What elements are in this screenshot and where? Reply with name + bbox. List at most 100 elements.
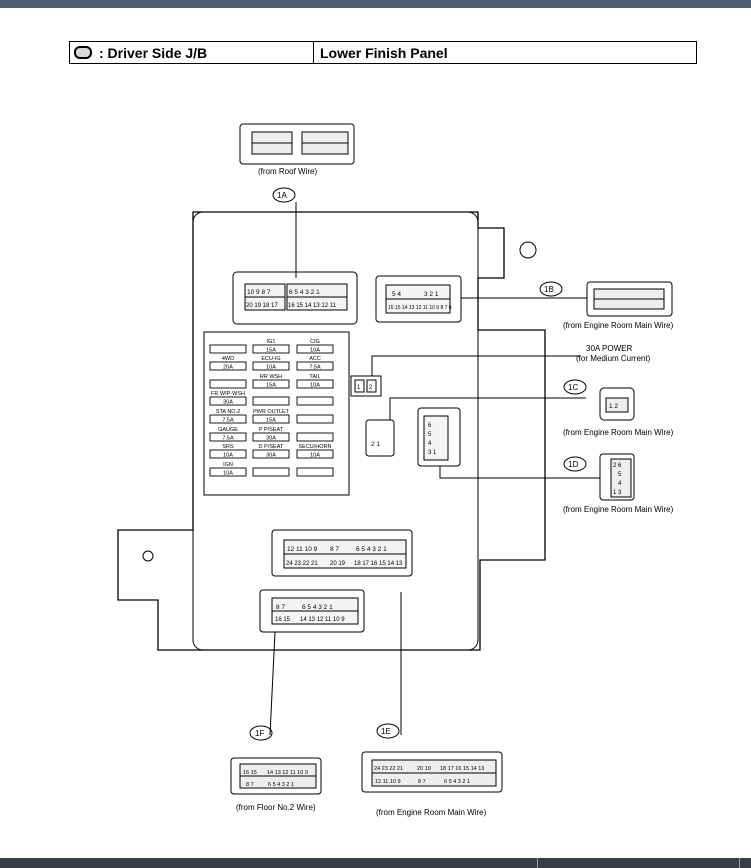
socket-1a-pins-bottom: 20 19 18 17	[246, 303, 278, 309]
fuse-name: TAIL	[309, 374, 320, 380]
fuse-amperage: 15A	[266, 348, 276, 354]
socket-1e-pins-top2: 8 7	[330, 546, 339, 553]
fuse-name: IG1	[267, 339, 276, 345]
power-relay-pin-1	[354, 379, 365, 393]
socket-1e-pins-bottom3: 18 17 16 15 14 13	[354, 561, 403, 567]
connector-1c-label-oval	[563, 379, 587, 395]
connector-1b-source: (from Engine Room Main Wire)	[563, 321, 674, 330]
fuse-amperage: 30A	[266, 453, 276, 459]
connector-1c-leader	[389, 397, 586, 420]
plug-1d-pin-row1: 2 6	[613, 463, 622, 469]
connector-1e-plug	[361, 751, 503, 793]
plug-1e-pins-top2: 20 19	[417, 766, 431, 772]
fuse-spare-slot	[296, 467, 334, 477]
fuse-amperage: 10A	[310, 383, 320, 389]
connector-1d-plug-window	[610, 458, 632, 498]
plug-1c-pins: 1 2	[609, 403, 618, 410]
fuse-slot	[209, 432, 247, 442]
plug-1d-pin-row2: 5	[618, 472, 622, 478]
fuse-name: IGN	[223, 462, 233, 468]
plug-1e-pins-top: 24 23 22 21	[374, 766, 403, 772]
mount-hole-left	[142, 550, 154, 562]
socket-1c-pins: 2 1	[371, 441, 380, 448]
fuse-amperage: 7.5A	[222, 436, 234, 442]
fuse-amperage: 10A	[223, 453, 233, 459]
socket-1e-pins-bottom2: 20 19	[330, 561, 346, 567]
connector-1d-plug	[599, 453, 635, 501]
socket-1e-pins-top: 12 11 10 9	[287, 546, 318, 553]
power-relay-pin-2-label: 2	[369, 385, 373, 391]
connector-1d-socket-window	[423, 415, 449, 461]
fuse-slot	[209, 449, 247, 459]
fuse-name: RR WSH	[260, 374, 282, 380]
socket-1d-pin-row2: 5	[428, 432, 432, 438]
fuse-slot	[296, 361, 334, 371]
connector-1e-source: (from Engine Room Main Wire)	[376, 808, 487, 817]
fuse-slot	[252, 379, 290, 389]
socket-1a-pins-top: 10 9 8 7	[247, 289, 271, 296]
fuse-slot	[209, 396, 247, 406]
junction-block-housing	[117, 211, 546, 651]
connector-1b-label: 1B	[544, 285, 554, 294]
fuse-spare-slot	[252, 467, 290, 477]
power-relay-socket	[350, 375, 382, 397]
oval-connector-symbol-icon	[74, 46, 92, 59]
connector-1a-plug	[239, 123, 355, 165]
fuse-name: SRS	[222, 444, 234, 450]
plug-1f-pins-top2: 14 13 12 11 10 9	[267, 770, 308, 776]
socket-1b-pins-top: 5 4	[392, 291, 401, 298]
header-title-right: Lower Finish Panel	[320, 44, 448, 61]
fuse-name: ACC	[309, 356, 321, 362]
fuse-spare-slot	[296, 432, 334, 442]
plug-1f-pins-bottom: 8 7	[246, 782, 254, 788]
socket-1e-pins-top3: 6 5 4 3 2 1	[356, 546, 387, 553]
plug-1f-pins-top: 16 15	[243, 770, 257, 776]
connector-1a-label: 1A	[277, 191, 287, 200]
connector-1e-label-oval	[376, 723, 400, 739]
connector-1c-label: 1C	[568, 383, 578, 392]
fuse-amperage: 15A	[266, 418, 276, 424]
plug-1e-pins-top3: 18 17 16 15 14 13	[440, 766, 484, 772]
connector-1a-socket	[232, 271, 358, 325]
fuse-amperage: 30A	[266, 436, 276, 442]
fuse-amperage: 7.5A	[222, 418, 234, 424]
fuse-spare-slot	[252, 396, 290, 406]
window-top-bar	[0, 0, 751, 8]
fuse-slot	[252, 432, 290, 442]
header-panel-cell: Lower Finish Panel	[314, 42, 696, 63]
header-title-left: : Driver Side J/B	[99, 44, 208, 61]
fuse-slot	[209, 467, 247, 477]
connector-1c-plug-window	[605, 397, 629, 413]
fuse-slot	[252, 414, 290, 424]
fuse-amperage: 10A	[266, 365, 276, 371]
connector-1d-label: 1D	[568, 460, 578, 469]
socket-1f-pins-top: 8 7	[276, 604, 285, 611]
socket-1a-pins-bottom2: 16 15 14 13 12 11	[288, 303, 337, 309]
header-location-cell: : Driver Side J/B	[70, 42, 314, 63]
connector-1c-source: (from Engine Room Main Wire)	[563, 428, 674, 437]
connector-1d-leader	[439, 466, 600, 479]
socket-1d-pin-row4: 3 1	[428, 450, 437, 456]
fuse-name: P P/SEAT	[259, 427, 284, 433]
bottom-bar-separator	[739, 858, 740, 868]
window-bottom-bar	[0, 858, 751, 868]
connector-1d-socket	[417, 407, 461, 467]
socket-1b-pins-bottom: 16 15 14 13 12 11 10 9 8 7 6	[388, 305, 452, 311]
fuse-spare-slot	[296, 414, 334, 424]
power-relay-pin-2	[366, 379, 377, 393]
connector-1e-socket	[271, 529, 413, 577]
connector-1e-label: 1E	[381, 727, 391, 736]
power-label-line2: (for Medium Current)	[576, 354, 651, 363]
fuse-name: PWR OUTLET	[253, 409, 290, 415]
fuse-amperage: 10A	[310, 453, 320, 459]
connector-1d-label-oval	[563, 456, 587, 472]
socket-1d-pin-row3: 4	[428, 441, 432, 447]
plug-1d-pin-row3: 4	[618, 481, 622, 487]
fuse-spare-slot	[296, 396, 334, 406]
connector-1d-source: (from Engine Room Main Wire)	[563, 505, 674, 514]
plug-1d-pin-row4: 1 3	[613, 490, 622, 496]
socket-1d-pin-row1: 6	[428, 423, 432, 429]
fuse-slot	[252, 344, 290, 354]
connector-1a-source: (from Roof Wire)	[258, 167, 317, 176]
